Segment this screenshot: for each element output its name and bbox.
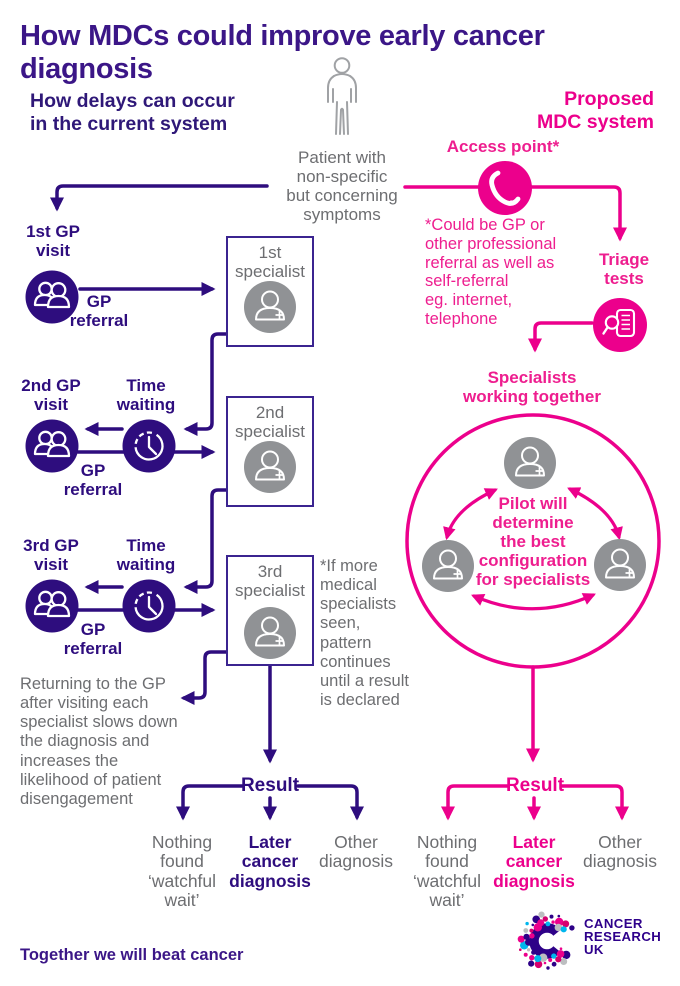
arrow-result-left-outcome1 — [176, 784, 244, 821]
gp-referral-1-label: GP referral — [69, 292, 129, 331]
phone-icon — [475, 158, 535, 218]
gp-visit-2-label: 2nd GP visit — [21, 376, 81, 415]
cycle-arrow-top-right — [567, 487, 623, 541]
outcome-later-cancer-mdc: Later cancer diagnosis — [493, 832, 575, 891]
current-system-heading: How delays can occur in the current syst… — [30, 90, 235, 135]
specialist-2-label: 2nd specialist — [235, 403, 305, 441]
cruk-logo-text: CANCER RESEARCH UK — [584, 916, 662, 958]
outcome-nothing-found-mdc: Nothing found ‘watchful wait’ — [412, 832, 482, 910]
access-point-label: Access point* — [446, 137, 560, 156]
cycle-arrow-bottom — [471, 593, 596, 611]
specialist-person-icon-2 — [240, 437, 300, 497]
cycle-arrow-top-left — [443, 488, 498, 541]
arrow-result-left-outcome3 — [296, 784, 364, 821]
time-waiting-2-label: Time waiting — [116, 376, 176, 415]
page-title: How MDCs could improve early cancer diag… — [20, 20, 545, 85]
cruk-logo-mark — [517, 911, 575, 970]
specialist-1-label: 1st specialist — [235, 243, 305, 281]
arrow-patient-to-triage — [403, 185, 627, 242]
outcome-nothing-found-current: Nothing found ‘watchful wait’ — [147, 832, 217, 910]
outcome-other-mdc: Other diagnosis — [583, 832, 657, 872]
gp-referral-3-label: GP referral — [63, 620, 123, 659]
triage-tests-icon — [590, 295, 650, 355]
tagline: Together we will beat cancer — [20, 946, 244, 964]
mdc-system-heading: Proposed MDC system — [536, 88, 654, 133]
time-waiting-3-label: Time waiting — [116, 536, 176, 575]
arrow-specialist3-to-note — [180, 650, 228, 705]
patient-icon — [312, 56, 372, 140]
arrow-specialist1-to-clock2 — [183, 332, 228, 436]
pilot-note: Pilot will determine the best configurat… — [475, 494, 591, 590]
arrow-result-right-outcome1 — [441, 784, 509, 821]
arrow-patient-to-gp1 — [50, 184, 269, 212]
returning-note: Returning to the GP after visiting each … — [20, 675, 178, 808]
specialist-3-label: 3rd specialist — [235, 562, 305, 600]
outcome-other-current: Other diagnosis — [319, 832, 393, 872]
outcome-later-cancer-current: Later cancer diagnosis — [229, 832, 311, 891]
access-point-note: *Could be GP or other professional refer… — [425, 216, 557, 328]
result-label-current: Result — [240, 775, 300, 796]
patient-label: Patient with non-specific but concerning… — [286, 148, 398, 225]
arrow-specialist2-to-clock3 — [183, 488, 228, 594]
specialist-person-icon-1 — [240, 277, 300, 337]
arrow-triage-to-specialists — [528, 321, 594, 353]
specialist-person-icon-3 — [240, 603, 300, 663]
pattern-note: *If more medical specialists seen, patte… — [320, 557, 409, 709]
specialists-working-together-label: Specialists working together — [463, 368, 601, 407]
gp-referral-2-label: GP referral — [63, 461, 123, 500]
triage-tests-label: Triage tests — [598, 250, 650, 289]
arrow-result-right-outcome3 — [560, 784, 629, 821]
gp-visit-1-label: 1st GP visit — [26, 222, 80, 261]
mdc-specialist-icon-top — [500, 433, 560, 493]
gp-visit-3-label: 3rd GP visit — [23, 536, 79, 575]
result-label-mdc: Result — [505, 775, 565, 796]
